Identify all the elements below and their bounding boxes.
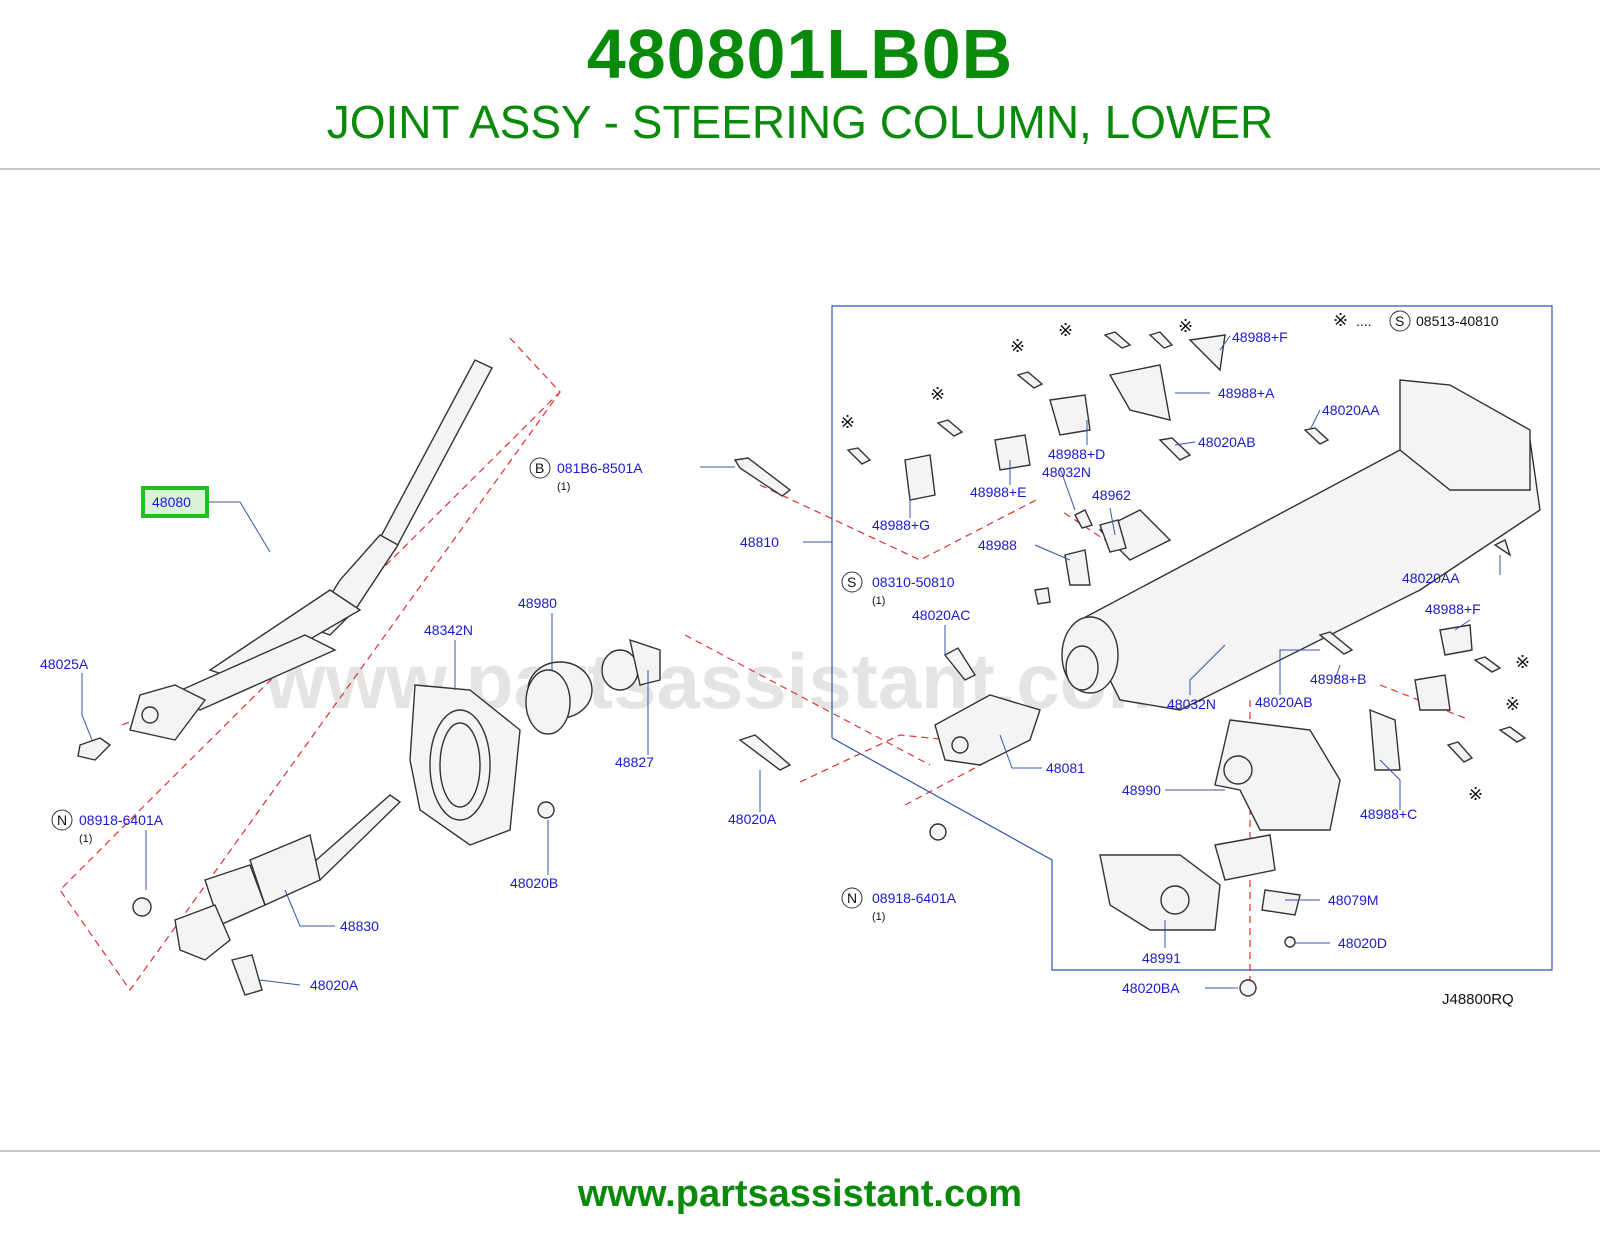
label-48342N[interactable]: 48342N bbox=[424, 622, 473, 638]
qty-2: (1) bbox=[79, 833, 92, 845]
telescope-motor-part bbox=[1099, 834, 1276, 931]
steering-column-part bbox=[1061, 379, 1541, 711]
circle-N-mid-text: N bbox=[847, 890, 857, 906]
label-48962[interactable]: 48962 bbox=[1092, 487, 1131, 503]
label-48988E[interactable]: 48988+E bbox=[970, 484, 1026, 500]
label-48810[interactable]: 48810 bbox=[740, 534, 779, 550]
label-08310-50810[interactable]: 08310-50810 bbox=[872, 574, 955, 590]
circle-N-left-text: N bbox=[57, 812, 67, 828]
mark-6: ※ bbox=[1515, 652, 1530, 672]
label-48020A-mid[interactable]: 48020A bbox=[728, 811, 777, 827]
assembly-frame bbox=[831, 305, 1553, 971]
label-48025A[interactable]: 48025A bbox=[40, 656, 89, 672]
parts-diagram: www.partsassistant.com bbox=[0, 290, 1600, 1050]
label-48988G[interactable]: 48988+G bbox=[872, 517, 930, 533]
diagram-svg: www.partsassistant.com bbox=[40, 305, 1553, 1008]
spacer-part bbox=[601, 638, 661, 691]
seal-housing-part bbox=[409, 684, 521, 846]
label-48988F-top[interactable]: 48988+F bbox=[1232, 329, 1288, 345]
label-08918-6401A-mid[interactable]: 08918-6401A bbox=[872, 890, 957, 906]
label-081B6-8501A[interactable]: 081B6-8501A bbox=[557, 460, 643, 476]
intermediate-shaft-part bbox=[77, 359, 493, 761]
highlight-48080 bbox=[141, 486, 209, 518]
mark-8: ※ bbox=[1468, 784, 1483, 804]
label-48988C[interactable]: 48988+C bbox=[1360, 806, 1417, 822]
footer-site[interactable]: www.partsassistant.com bbox=[577, 1173, 1023, 1215]
bolts bbox=[537, 457, 1296, 997]
brackets bbox=[904, 334, 1473, 916]
legend-circle-text: S bbox=[1395, 313, 1404, 329]
footer-divider bbox=[0, 1150, 1600, 1152]
circle-N-left bbox=[51, 809, 73, 831]
label-48980[interactable]: 48980 bbox=[518, 595, 557, 611]
diagram-code: J48800RQ bbox=[1442, 991, 1514, 1008]
lower-joint-part bbox=[132, 794, 402, 996]
label-48081[interactable]: 48081 bbox=[1046, 760, 1085, 776]
leader-lines bbox=[81, 335, 1501, 989]
legend-part: 08513-40810 bbox=[1416, 313, 1499, 329]
tilt-motor-part bbox=[1214, 719, 1341, 831]
label-48991[interactable]: 48991 bbox=[1142, 950, 1181, 966]
label-48020B[interactable]: 48020B bbox=[510, 875, 558, 891]
circle-S-mid-text: S bbox=[847, 574, 856, 590]
qty-3: (1) bbox=[872, 595, 885, 607]
label-48020AB-right[interactable]: 48020AB bbox=[1255, 694, 1313, 710]
boot-part bbox=[525, 661, 593, 735]
circle-B-text: B bbox=[535, 460, 544, 476]
legend-dots: .... bbox=[1356, 313, 1372, 329]
qty-1: (1) bbox=[557, 481, 570, 493]
upper-joint-part bbox=[934, 694, 1041, 766]
mark-3: ※ bbox=[1010, 336, 1025, 356]
circle-N-mid bbox=[841, 887, 863, 909]
circle-S-mid bbox=[841, 571, 863, 593]
mark-1: ※ bbox=[840, 412, 855, 432]
label-48830[interactable]: 48830 bbox=[340, 918, 379, 934]
qty-4: (1) bbox=[872, 911, 885, 923]
label-48032N-low[interactable]: 48032N bbox=[1167, 696, 1216, 712]
part-number-title: 480801LB0B bbox=[586, 15, 1014, 93]
label-48988B[interactable]: 48988+B bbox=[1310, 671, 1366, 687]
label-48988D[interactable]: 48988+D bbox=[1048, 446, 1105, 462]
label-48988F-right[interactable]: 48988+F bbox=[1425, 601, 1481, 617]
mark-7: ※ bbox=[1505, 694, 1520, 714]
legend-circle bbox=[1389, 310, 1411, 332]
legend: ※ .... S 08513-40810 bbox=[1333, 310, 1499, 332]
label-08918-6401A-left[interactable]: 08918-6401A bbox=[79, 812, 164, 828]
part-labels: 48080 48025A B 081B6-8501A (1) N 08918-6… bbox=[40, 329, 1481, 996]
label-48020AB-top[interactable]: 48020AB bbox=[1198, 434, 1256, 450]
label-48079M[interactable]: 48079M bbox=[1328, 892, 1379, 908]
label-48988A[interactable]: 48988+A bbox=[1218, 385, 1275, 401]
label-48020A-left[interactable]: 48020A bbox=[310, 977, 359, 993]
mark-2: ※ bbox=[930, 384, 945, 404]
header-divider bbox=[0, 168, 1600, 170]
circle-B bbox=[529, 457, 551, 479]
label-48032N-top[interactable]: 48032N bbox=[1042, 464, 1091, 480]
part-description: JOINT ASSY - STEERING COLUMN, LOWER bbox=[326, 96, 1274, 148]
label-48020D[interactable]: 48020D bbox=[1338, 935, 1387, 951]
label-48080[interactable]: 48080 bbox=[152, 494, 191, 510]
label-48990[interactable]: 48990 bbox=[1122, 782, 1161, 798]
label-48827[interactable]: 48827 bbox=[615, 754, 654, 770]
label-48020AA-right[interactable]: 48020AA bbox=[1402, 570, 1460, 586]
reference-marks: ※ ※ ※ ※ ※ ※ ※ ※ bbox=[840, 316, 1530, 804]
page-header: 480801LB0B JOINT ASSY - STEERING COLUMN,… bbox=[0, 0, 1600, 168]
label-48988[interactable]: 48988 bbox=[978, 537, 1017, 553]
label-48020AC[interactable]: 48020AC bbox=[912, 607, 970, 623]
screws bbox=[846, 331, 1527, 763]
label-48020AA-top[interactable]: 48020AA bbox=[1322, 402, 1380, 418]
mark-4: ※ bbox=[1058, 320, 1073, 340]
legend-mark: ※ bbox=[1333, 310, 1348, 330]
mark-5: ※ bbox=[1178, 316, 1193, 336]
label-48020BA[interactable]: 48020BA bbox=[1122, 980, 1180, 996]
